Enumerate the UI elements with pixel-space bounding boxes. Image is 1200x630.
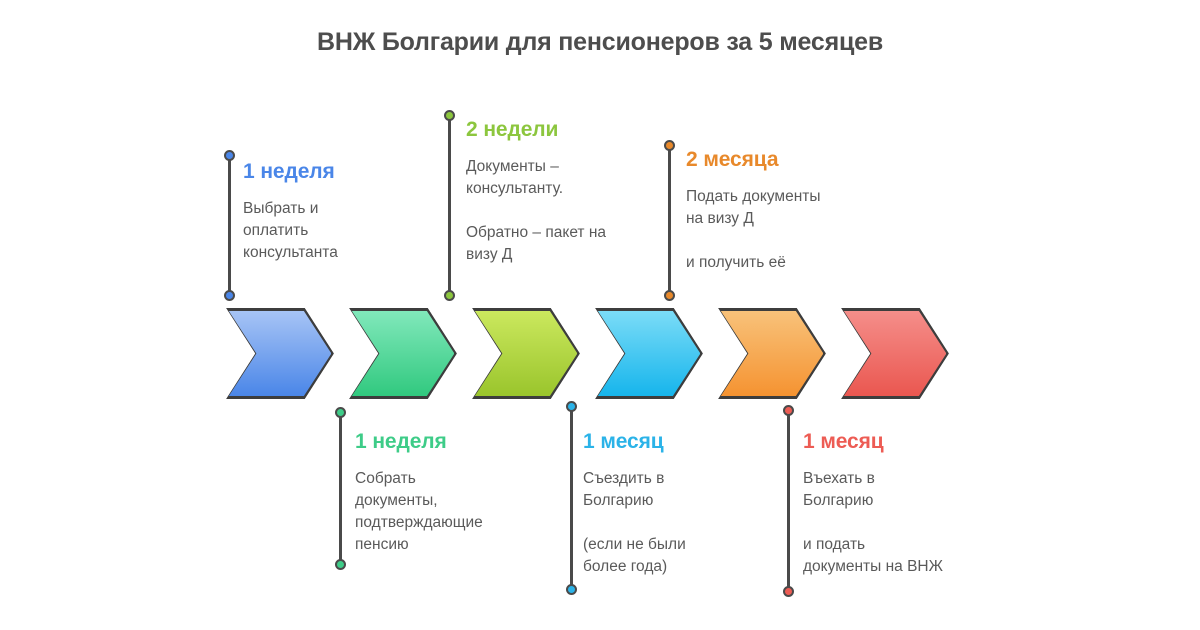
step-duration-heading: 1 неделя [243, 160, 335, 183]
connector-dot-top [783, 405, 794, 416]
connector-dot-bottom [566, 584, 577, 595]
connector-line-step-1 [224, 150, 235, 301]
chevron-fill [597, 310, 701, 397]
connector-line-step-2 [335, 407, 346, 570]
step-duration-heading: 1 неделя [355, 430, 447, 453]
chevron-5-orange [718, 308, 826, 399]
connector-dot-bottom [783, 586, 794, 597]
page-title: ВНЖ Болгарии для пенсионеров за 5 месяце… [316, 28, 883, 56]
connector-dot-top [335, 407, 346, 418]
chevron-fill [474, 310, 578, 397]
connector-dot-bottom [224, 290, 235, 301]
connector-dot-top [664, 140, 675, 151]
connector-line-step-5 [664, 140, 675, 301]
connector-dot-bottom [664, 290, 675, 301]
connector-dot-top [566, 401, 577, 412]
chevron-fill [228, 310, 332, 397]
connector-dot-top [444, 110, 455, 121]
step-description: Документы –консультанту. [466, 158, 564, 197]
connector-dot-bottom [444, 290, 455, 301]
chevron-fill [720, 310, 824, 397]
chevron-3-lime [472, 308, 580, 399]
step-description: и получить её [686, 254, 786, 271]
step-duration-heading: 1 месяц [803, 430, 884, 453]
chevron-process-row [226, 308, 966, 400]
connector-line-step-3 [444, 110, 455, 301]
connector-dot-top [224, 150, 235, 161]
chevron-4-cyan [595, 308, 703, 399]
chevron-1-blue [226, 308, 334, 399]
step-duration-heading: 2 недели [466, 118, 559, 141]
chevron-2-mint [349, 308, 457, 399]
connector-line-step-6 [783, 405, 794, 597]
step-duration-heading: 1 месяц [583, 430, 664, 453]
chevron-fill [351, 310, 455, 397]
connector-line-step-4 [566, 401, 577, 595]
chevron-fill [843, 310, 947, 397]
connector-dot-bottom [335, 559, 346, 570]
chevron-6-red [841, 308, 949, 399]
step-duration-heading: 2 месяца [686, 148, 779, 171]
